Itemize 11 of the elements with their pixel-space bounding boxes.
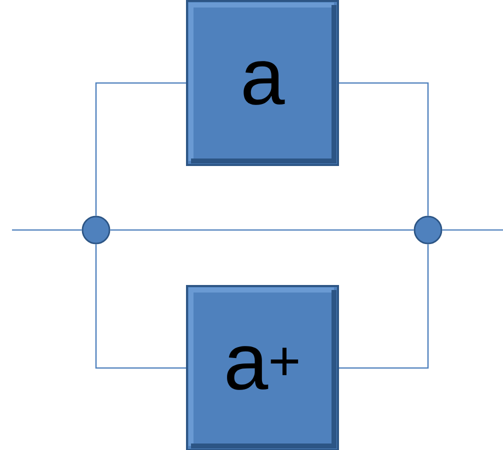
process-box: a$^{+}$: [186, 285, 339, 450]
connector-line: [442, 229, 503, 231]
connector-line: [12, 229, 82, 231]
connector-line: [339, 244, 429, 369]
junction-dot: [414, 216, 442, 244]
process-box: a: [186, 0, 339, 166]
connector-line: [95, 82, 186, 216]
junction-dot: [82, 216, 110, 244]
connector-line: [110, 229, 414, 231]
connector-line: [95, 244, 186, 369]
connector-line: [339, 82, 429, 216]
